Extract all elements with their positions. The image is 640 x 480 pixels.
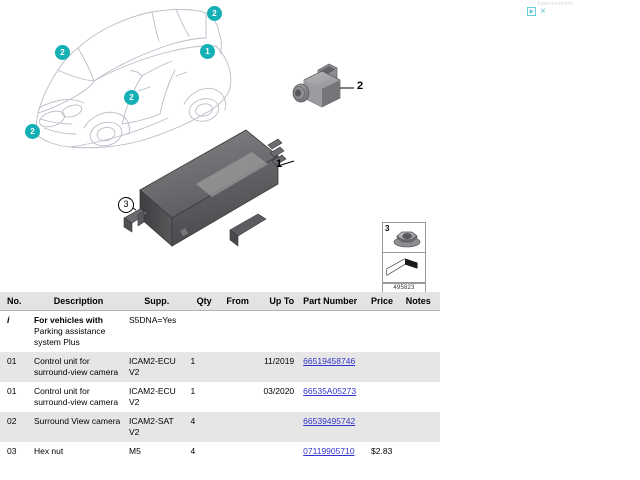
ecu-part-number-label: 1: [276, 158, 283, 170]
car-callout-2-door-mirror[interactable]: 2: [124, 90, 139, 105]
info-up-to: [251, 310, 298, 352]
table-header-row: No. Description Supp. Qty From Up To Par…: [0, 292, 440, 311]
header-qty: Qty: [187, 292, 215, 311]
inset-caption: 495823: [383, 283, 425, 292]
table-row[interactable]: 01 Control unit for surround-view camera…: [0, 382, 440, 412]
adchoices-triangle-icon[interactable]: [527, 7, 536, 16]
cell-from: [214, 352, 252, 382]
header-no: No.: [0, 292, 31, 311]
cell-supp: ICAM2-ECU V2: [126, 352, 188, 382]
car-callout-2-rear[interactable]: 2: [207, 6, 222, 21]
cell-from: [214, 382, 252, 412]
cell-description: Control unit for surround-view camera: [30, 382, 127, 412]
info-notes: [402, 310, 440, 352]
control-unit-part: [123, 129, 295, 247]
cell-no: 01: [0, 352, 31, 382]
header-notes: Notes: [402, 292, 440, 311]
cell-description: Control unit for surround-view camera: [30, 352, 127, 382]
inset-tool-cell: [383, 253, 425, 283]
surround-view-camera-part: [292, 63, 354, 108]
advertisement-controls[interactable]: ×: [527, 6, 546, 17]
table-info-row: i For vehicles with Parking assistance s…: [0, 310, 440, 352]
header-up-to: Up To: [251, 292, 298, 311]
info-marker: i: [7, 315, 10, 325]
header-from: From: [214, 292, 252, 311]
ecu-hexnut-callout-3[interactable]: 3: [118, 197, 134, 213]
car-callout-1-ecu[interactable]: 1: [200, 44, 215, 59]
cell-notes: [402, 352, 440, 382]
info-detail: Parking assistance system Plus: [33, 326, 106, 347]
part-number-link[interactable]: 66535A05273: [303, 386, 357, 396]
camera-part-number-label: 2: [357, 80, 364, 92]
cell-from: [214, 412, 252, 442]
cell-no: 02: [0, 412, 31, 442]
info-title: For vehicles with: [33, 315, 103, 325]
cell-no: 03: [0, 442, 31, 461]
info-supp: S5DNA=Yes: [126, 310, 188, 352]
parts-table: No. Description Supp. Qty From Up To Par…: [0, 292, 440, 461]
car-callout-2-left-rear[interactable]: 2: [55, 45, 70, 60]
parts-illustration: 2 1 2 2 2 2: [0, 0, 470, 293]
inset-nut-cell: 3: [383, 223, 425, 253]
cell-supp: ICAM2-SAT V2: [126, 412, 188, 442]
car-callout-2-front[interactable]: 2: [25, 124, 40, 139]
advertisement-close-icon[interactable]: ×: [540, 6, 546, 17]
header-supp: Supp.: [126, 292, 188, 311]
inset-item-number: 3: [385, 224, 390, 233]
part-number-link[interactable]: 66539495742: [303, 416, 356, 426]
hexnut-inset-box: 3 495823: [382, 222, 426, 293]
table-row[interactable]: 02 Surround View camera ICAM2-SAT V2 4 6…: [0, 412, 440, 442]
cell-qty: 1: [187, 352, 215, 382]
cell-price: $2.83: [368, 442, 403, 461]
cell-up-to: [251, 412, 298, 442]
info-part-number: [297, 310, 369, 352]
cell-notes: [402, 442, 440, 461]
info-qty: [187, 310, 215, 352]
cell-price: [368, 382, 403, 412]
cell-qty: 1: [187, 382, 215, 412]
advertisement-label: Advertisement: [537, 1, 573, 7]
cell-up-to: 11/2019: [251, 352, 298, 382]
header-description: Description: [30, 292, 127, 311]
cell-qty: 4: [187, 442, 215, 461]
cell-qty: 4: [187, 412, 215, 442]
advertisement-strip: Advertisement ×: [470, 0, 640, 26]
cell-supp: ICAM2-ECU V2: [126, 382, 188, 412]
info-from: [214, 310, 252, 352]
hex-nut-icon: [393, 231, 421, 248]
cell-supp: M5: [126, 442, 188, 461]
cell-from: [214, 442, 252, 461]
cell-no: 01: [0, 382, 31, 412]
cell-notes: [402, 382, 440, 412]
cell-description: Hex nut: [30, 442, 127, 461]
cell-description: Surround View camera: [30, 412, 127, 442]
table-row[interactable]: 03 Hex nut M5 4 07119905710 $2.83: [0, 442, 440, 461]
cell-notes: [402, 412, 440, 442]
cell-up-to: 03/2020: [251, 382, 298, 412]
part-number-link[interactable]: 07119905710: [303, 446, 355, 456]
tightening-tool-icon: [386, 258, 418, 276]
header-part-number: Part Number: [297, 292, 369, 311]
cell-up-to: [251, 442, 298, 461]
header-price: Price: [368, 292, 403, 311]
table-row[interactable]: 01 Control unit for surround-view camera…: [0, 352, 440, 382]
info-price: [368, 310, 403, 352]
part-number-link[interactable]: 66519458746: [303, 356, 356, 366]
cell-price: [368, 412, 403, 442]
cell-price: [368, 352, 403, 382]
